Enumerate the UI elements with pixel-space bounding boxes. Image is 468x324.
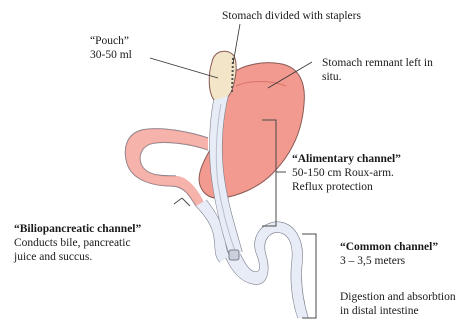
pointer-stapler [233,24,240,64]
alimentary-line2: Reflux protection [292,180,401,194]
pointer-pouch [150,58,218,78]
alimentary-title: “Alimentary channel” [292,152,401,166]
alimentary-label: “Alimentary channel” 50-150 cm Roux-arm.… [292,152,401,194]
pouch-volume: 30-50 ml [90,48,132,62]
bilio-line2: juice and succus. [14,250,141,264]
common-line3: in distal intestine [340,304,456,318]
alimentary-line1: 50-150 cm Roux-arm. [292,166,401,180]
bilio-line1: Conducts bile, pancreatic [14,236,141,250]
stapler-label: Stomach divided with staplers [222,9,361,23]
biliopancreatic-label: “Biliopancreatic channel” Conducts bile,… [14,222,141,264]
common-line1: 3 – 3,5 meters [340,254,438,268]
common-label: “Common channel” 3 – 3,5 meters [340,240,438,268]
common-title: “Common channel” [340,240,438,254]
remnant-line2: situ. [322,70,433,84]
bilio-title: “Biliopancreatic channel” [14,222,141,236]
pouch-label: “Pouch” 30-50 ml [90,34,132,62]
anastomosis-mark [229,250,239,260]
common-line2: Digestion and absorbtion [340,290,456,304]
common-function-label: Digestion and absorbtion in distal intes… [340,290,456,318]
duodenum-loop-fill [125,129,208,206]
remnant-label: Stomach remnant left in situ. [322,56,433,84]
pouch-title: “Pouch” [90,34,132,48]
common-channel-fill [226,222,308,318]
biliopancreatic-bracket [174,198,190,206]
remnant-line1: Stomach remnant left in [322,56,433,70]
stapler-text: Stomach divided with staplers [222,10,361,22]
